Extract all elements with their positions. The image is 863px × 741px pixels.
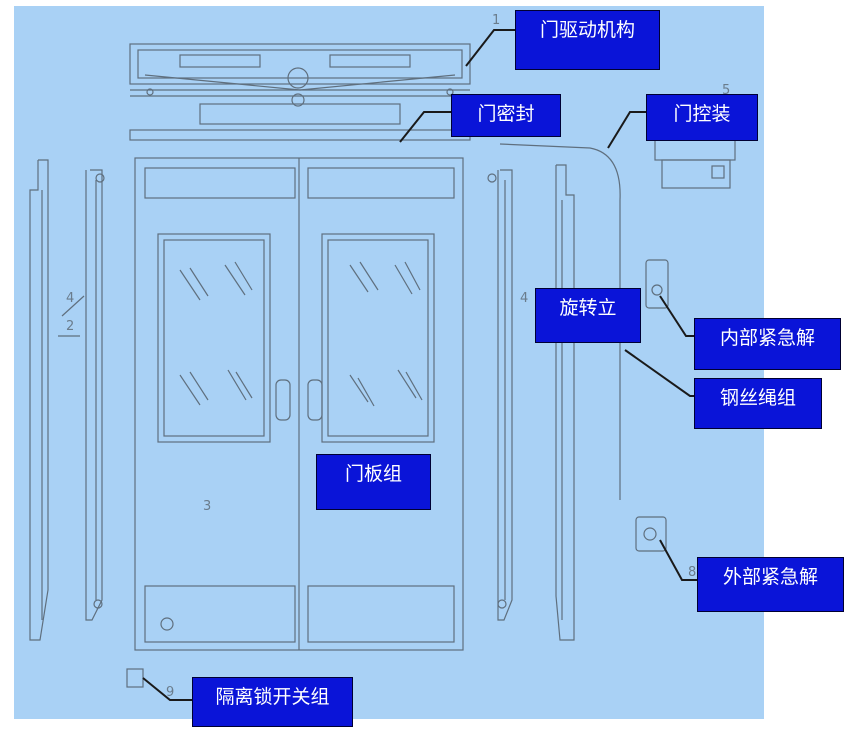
wire-rope-line — [499, 143, 621, 500]
part-number-5: 5 — [722, 83, 730, 98]
right-rotating-post — [487, 164, 575, 641]
callout-outer-release: 外部紧急解 — [697, 557, 844, 612]
part-number-1: 1 — [492, 13, 500, 28]
door-seal-strip — [129, 129, 471, 141]
left-rotating-post — [29, 159, 105, 641]
part-number-9: 9 — [166, 685, 174, 700]
part-numbers: 1 2 3 4 4 5 8 9 — [66, 13, 730, 700]
callout-isolation-lock: 隔离锁开关组 — [192, 677, 353, 727]
callout-door-panel: 门板组 — [316, 454, 431, 510]
outer-emergency-release — [635, 516, 667, 552]
door-panel-drawing — [134, 157, 464, 651]
isolation-lock-symbol — [126, 668, 144, 688]
part-number-3: 3 — [203, 499, 211, 514]
callout-wire-rope: 钢丝绳组 — [694, 378, 822, 429]
callout-door-drive: 门驱动机构 — [515, 10, 660, 70]
part-number-2: 2 — [66, 319, 74, 334]
part-number-4-left: 4 — [66, 291, 74, 306]
door-control-unit — [654, 139, 736, 189]
callout-rotating-post: 旋转立 — [535, 288, 641, 343]
part-number-8: 8 — [688, 565, 696, 580]
part-number-4-right: 4 — [520, 291, 528, 306]
door-drive-mechanism — [129, 43, 471, 125]
inner-emergency-release — [645, 259, 669, 309]
callout-door-seal: 门密封 — [451, 94, 561, 137]
callout-inner-release: 内部紧急解 — [694, 318, 841, 370]
diagram-background — [14, 6, 764, 719]
callout-door-control: 门控装 — [646, 94, 758, 141]
